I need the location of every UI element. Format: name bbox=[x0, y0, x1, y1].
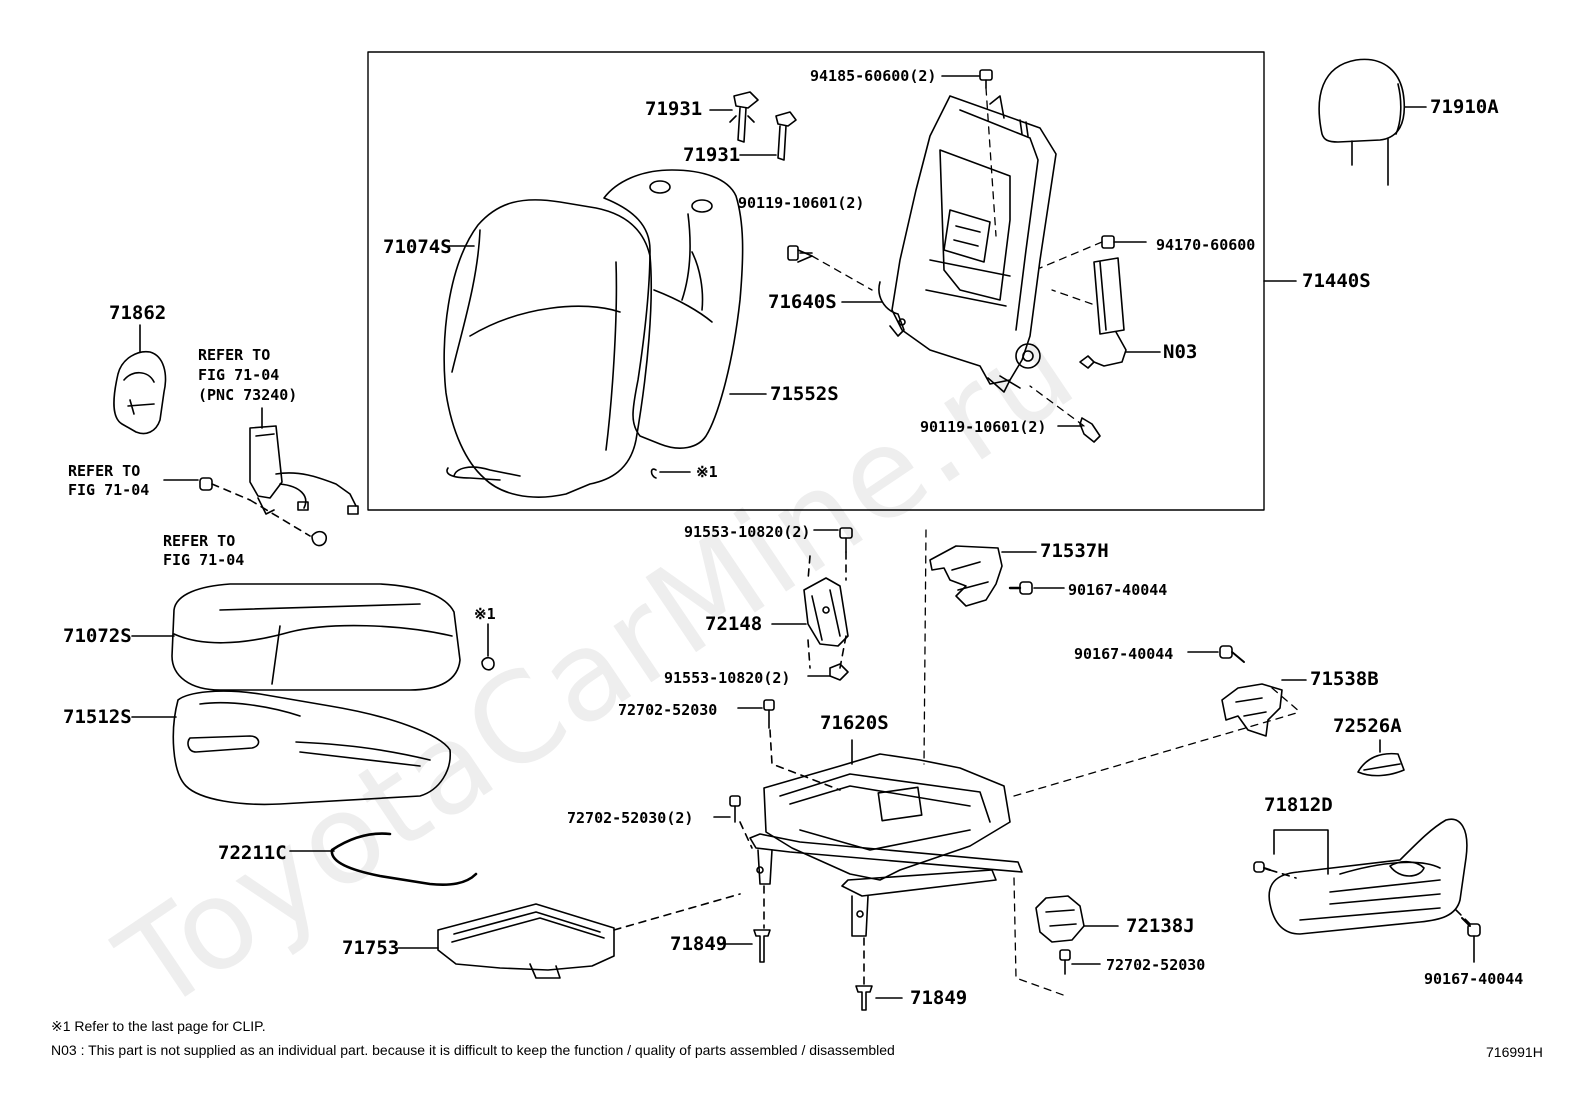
seat-track-71620S bbox=[749, 739, 1023, 937]
tray-71753 bbox=[397, 893, 741, 979]
screw-90167-c bbox=[1455, 909, 1481, 963]
label-71537H: 71537H bbox=[1040, 540, 1109, 562]
label-71552S: 71552S bbox=[770, 383, 839, 405]
label-71440S: 71440S bbox=[1302, 270, 1371, 292]
headrest-71910A bbox=[1318, 58, 1427, 186]
ref-buckle-pnc: (PNC 73240) bbox=[198, 386, 298, 404]
bolt-71849-b bbox=[855, 937, 903, 1011]
seatback-pad-71552S bbox=[603, 169, 767, 449]
seat-cushion-cover-71072S bbox=[131, 583, 461, 691]
bolt-72702-c bbox=[1059, 949, 1101, 975]
label-71849-a: 71849 bbox=[670, 933, 728, 955]
label-71862: 71862 bbox=[109, 302, 167, 324]
bolt-90119-bot bbox=[1057, 417, 1101, 443]
label-72148: 72148 bbox=[705, 613, 763, 635]
label-71849-b: 71849 bbox=[910, 987, 968, 1009]
knob-72526A bbox=[1357, 739, 1405, 777]
label-90119-10601-top: 90119-10601(2) bbox=[738, 194, 865, 212]
label-72702-52030-b: 72702-52030(2) bbox=[567, 809, 694, 827]
label-71910A: 71910A bbox=[1430, 96, 1499, 118]
nut-refer bbox=[163, 477, 251, 501]
cover-71537H bbox=[929, 545, 1037, 607]
label-72702-52030-c: 72702-52030 bbox=[1106, 956, 1206, 974]
side-airbag-N03 bbox=[1079, 257, 1161, 369]
label-72526A: 72526A bbox=[1333, 715, 1402, 737]
bolt-90119-top bbox=[787, 245, 813, 263]
label-71931-a: 71931 bbox=[645, 98, 703, 120]
seatback-cover-71074S bbox=[443, 199, 653, 498]
screw-71812D-left bbox=[1253, 861, 1297, 879]
seat-belt-buckle bbox=[249, 407, 359, 547]
bolt-94170 bbox=[1101, 235, 1147, 249]
label-90167-40044-b: 90167-40044 bbox=[1074, 645, 1174, 663]
footnote-clip: ※1 Refer to the last page for CLIP. bbox=[51, 1018, 266, 1034]
label-71620S: 71620S bbox=[820, 712, 889, 734]
footnote-n03: N03 : This part is not supplied as an in… bbox=[51, 1042, 895, 1058]
label-72138J: 72138J bbox=[1126, 915, 1195, 937]
label-71931-b: 71931 bbox=[683, 144, 741, 166]
label-71753: 71753 bbox=[342, 937, 400, 959]
label-72211C: 72211C bbox=[218, 842, 287, 864]
label-71812D: 71812D bbox=[1264, 794, 1333, 816]
bracket-72148 bbox=[771, 551, 849, 669]
seatback-group-frame bbox=[367, 51, 1265, 511]
label-91553-10820-top: 91553-10820(2) bbox=[684, 523, 811, 541]
ref-nut-refer-to: REFER TO bbox=[68, 462, 141, 480]
label-71640S: 71640S bbox=[768, 291, 837, 313]
headrest-guide-71862 bbox=[113, 324, 167, 435]
label-94185-60600: 94185-60600(2) bbox=[810, 67, 937, 85]
headrest-support-71931-b bbox=[739, 111, 797, 161]
clip-mark-label-2: ※1 bbox=[474, 605, 496, 623]
bracket-72138J bbox=[1035, 895, 1119, 943]
bolt-71849-a bbox=[723, 885, 771, 963]
ref-nut-fig: FIG 71-04 bbox=[68, 481, 150, 499]
seat-wire-72211C bbox=[289, 832, 478, 886]
clip-mark-cushion bbox=[481, 623, 495, 671]
label-N03: N03 bbox=[1163, 341, 1198, 363]
cover-71538B bbox=[1221, 679, 1307, 737]
label-94170-60600: 94170-60600 bbox=[1156, 236, 1256, 254]
label-71074S: 71074S bbox=[383, 236, 452, 258]
label-90167-40044-a: 90167-40044 bbox=[1068, 581, 1168, 599]
shield-71812D bbox=[1268, 818, 1468, 935]
ref-buckle-fig: FIG 71-04 bbox=[198, 366, 280, 384]
clip-mark-label-1: ※1 bbox=[696, 463, 718, 481]
clip-mark-seatback bbox=[650, 468, 691, 479]
illustration-code: 716991H bbox=[1486, 1044, 1543, 1060]
screw-90167-b bbox=[1187, 645, 1245, 663]
seatback-frame-71640S bbox=[841, 95, 1057, 393]
label-90167-40044-c: 90167-40044 bbox=[1424, 970, 1524, 988]
label-71072S: 71072S bbox=[63, 625, 132, 647]
bolt-72702-b bbox=[713, 795, 753, 849]
bolt-94185 bbox=[941, 69, 993, 89]
label-72702-52030-a: 72702-52030 bbox=[618, 701, 718, 719]
ref-grommet-refer-to: REFER TO bbox=[163, 532, 236, 550]
bolt-72702-a bbox=[737, 699, 841, 791]
label-91553-10820-bot: 91553-10820(2) bbox=[664, 669, 791, 687]
bolt-91553-bot bbox=[807, 663, 849, 681]
ref-grommet-fig: FIG 71-04 bbox=[163, 551, 245, 569]
label-71512S: 71512S bbox=[63, 706, 132, 728]
seatback-assembly-lines bbox=[811, 87, 1103, 427]
label-90119-10601-bot: 90119-10601(2) bbox=[920, 418, 1047, 436]
ref-buckle-refer-to: REFER TO bbox=[198, 346, 271, 364]
bolt-91553-top bbox=[813, 527, 853, 553]
label-71538B: 71538B bbox=[1310, 668, 1379, 690]
lower-assembly-lines bbox=[923, 529, 1301, 997]
seat-cushion-pad-71512S bbox=[131, 690, 451, 806]
screw-90167-a bbox=[1008, 581, 1065, 595]
headrest-support-71931-a bbox=[709, 91, 759, 143]
